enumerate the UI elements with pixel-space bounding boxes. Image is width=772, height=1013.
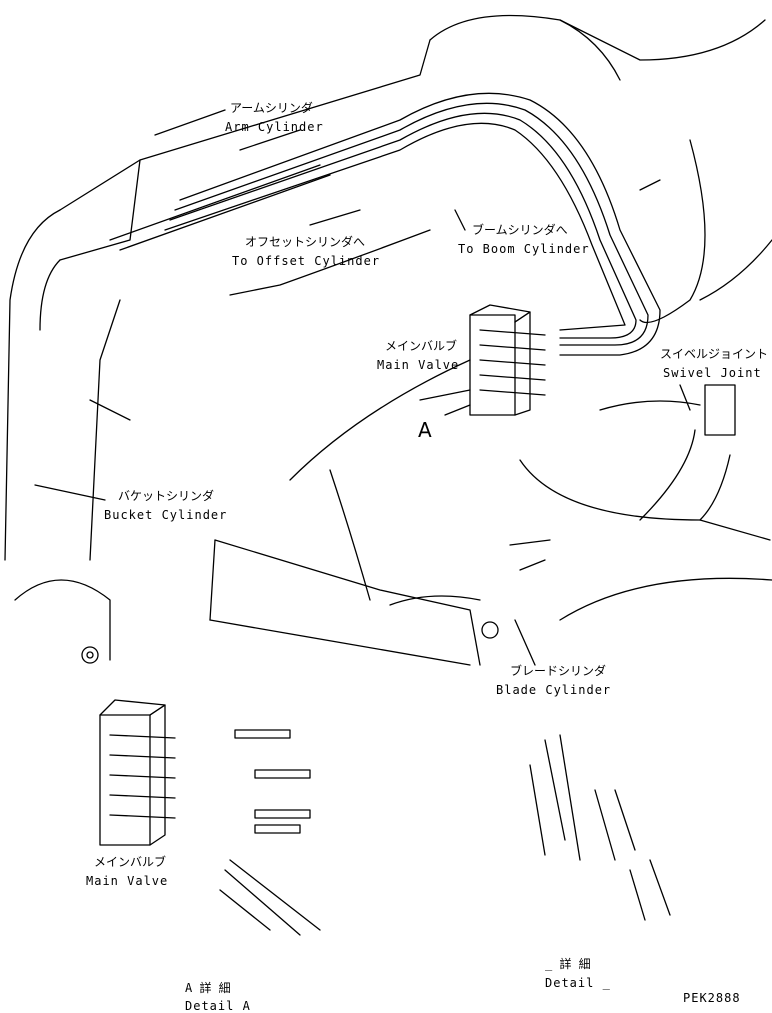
main-valve-shape: [469, 304, 546, 416]
view-arrows: [444, 179, 661, 416]
detail-main-valve-label-en: Main Valve: [86, 874, 169, 888]
blade-cylinder-label-jp: ブレードシリンダ: [510, 664, 607, 678]
bucket-cylinder-label-jp: バケットシリンダ: [118, 489, 215, 503]
detail-2-title-jp: _ 詳 細: [545, 957, 591, 971]
offset-cylinder-label-en: To Offset Cylinder: [232, 254, 381, 268]
detail-a-title-jp: A 詳 細: [185, 981, 231, 995]
boom-cylinder-label-jp: ブームシリンダへ: [472, 223, 568, 237]
view-a-marker: A: [418, 418, 433, 442]
blade-cylinder-label-en: Blade Cylinder: [496, 683, 612, 697]
detail-2-hoses: [529, 734, 671, 921]
part-code: PEK2888: [683, 991, 741, 1005]
main-valve-label-en: Main Valve: [377, 358, 460, 372]
swivel-joint-shape: [599, 384, 736, 521]
detail-main-valve-label-jp: メインバルブ: [94, 855, 167, 869]
detail-2-title-en: Detail _: [545, 976, 611, 990]
arm-cylinder-label-jp: アームシリンダ: [230, 101, 313, 115]
detail-a-title-en: Detail A: [185, 999, 251, 1013]
main-valve-label-jp: メインバルブ: [385, 339, 458, 353]
upper-structure: [229, 139, 772, 541]
swivel-joint-label-jp: スイベルジョイント: [660, 347, 769, 361]
offset-cylinder-label-jp: オフセットシリンダへ: [245, 235, 366, 249]
arm-cylinder-label-en: Arm Cylinder: [225, 120, 324, 134]
boom-hoses: [109, 92, 661, 356]
boom-cylinder-label-en: To Boom Cylinder: [458, 242, 590, 256]
bucket-cylinder-label-en: Bucket Cylinder: [104, 508, 228, 522]
leader-lines: [34, 109, 691, 666]
blade-and-undercarriage: [209, 469, 772, 666]
swivel-joint-label-en: Swivel Joint: [663, 366, 762, 380]
detail-a-valve: [99, 699, 321, 936]
boom-outline: [4, 14, 766, 664]
